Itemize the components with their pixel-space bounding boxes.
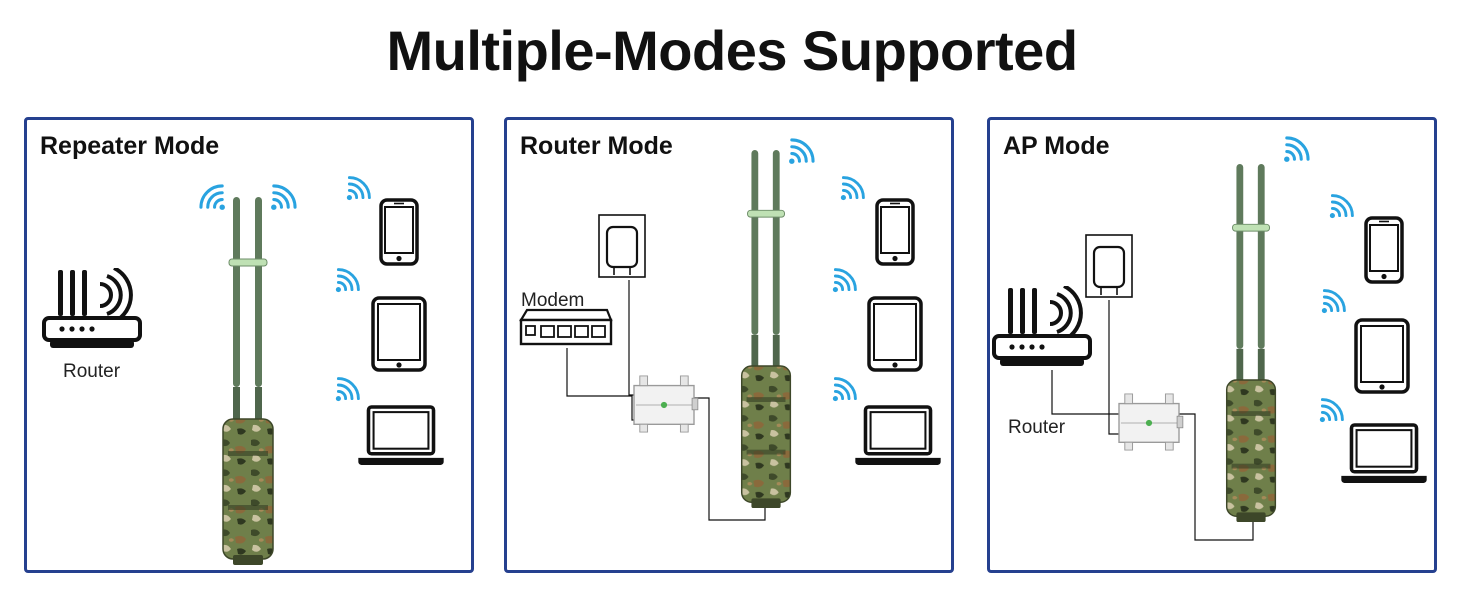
- panel-title: Repeater Mode: [40, 132, 220, 160]
- wifi-icon: [1282, 136, 1310, 164]
- router-label: Router: [63, 361, 121, 382]
- router-icon: [992, 286, 1092, 368]
- router-mode-diagram: [519, 138, 943, 521]
- laptop-icon: [1339, 423, 1429, 485]
- poe-injector-icon: [633, 375, 699, 433]
- poe-injector-icon: [1118, 393, 1184, 451]
- tablet-icon: [1354, 318, 1410, 394]
- laptop-icon: [853, 405, 943, 467]
- cable-line: [1171, 413, 1254, 541]
- tablet-icon: [371, 296, 427, 372]
- panel-router-mode: Router Mode Modem: [504, 117, 954, 573]
- cable-line: [1051, 370, 1124, 415]
- power-adapter-icon: [597, 213, 647, 279]
- ap-mode-diagram: [992, 136, 1429, 541]
- wifi-icon: [831, 377, 857, 403]
- modem-icon: [519, 308, 613, 346]
- panel-title: Router Mode: [520, 132, 673, 160]
- cable-line: [628, 280, 637, 396]
- wifi-icon: [334, 377, 360, 403]
- page-title: Multiple-Modes Supported: [386, 19, 1078, 82]
- cable-line: [1108, 300, 1122, 435]
- repeater-diagram: [42, 176, 446, 566]
- panel-title: AP Mode: [1003, 132, 1110, 160]
- wifi-icon: [831, 268, 857, 294]
- router-label: Router: [1008, 417, 1066, 438]
- tablet-icon: [867, 296, 923, 372]
- wifi-icon: [1328, 194, 1354, 220]
- panel-repeater-mode: Repeater Mode Router: [24, 117, 474, 573]
- wifi-icon: [334, 268, 360, 294]
- panel-ap-mode: AP Mode Router: [987, 117, 1437, 573]
- smartphone-icon: [1364, 216, 1404, 284]
- wifi-icon: [199, 184, 227, 212]
- router-icon: [42, 268, 142, 350]
- cable-line: [566, 348, 639, 421]
- wifi-icon: [1318, 398, 1344, 424]
- outdoor-access-point-icon: [222, 197, 274, 566]
- cable-line: [687, 397, 766, 521]
- laptop-icon: [356, 405, 446, 467]
- smartphone-icon: [379, 198, 419, 266]
- power-adapter-icon: [1084, 233, 1134, 299]
- wifi-icon: [1320, 289, 1346, 315]
- outdoor-access-point-icon: [1225, 164, 1277, 523]
- wifi-icon: [787, 138, 815, 166]
- wifi-icon: [839, 176, 865, 202]
- outdoor-access-point-icon: [740, 150, 792, 509]
- modem-label: Modem: [521, 290, 585, 311]
- wifi-icon: [269, 184, 297, 212]
- wifi-icon: [345, 176, 371, 202]
- smartphone-icon: [875, 198, 915, 266]
